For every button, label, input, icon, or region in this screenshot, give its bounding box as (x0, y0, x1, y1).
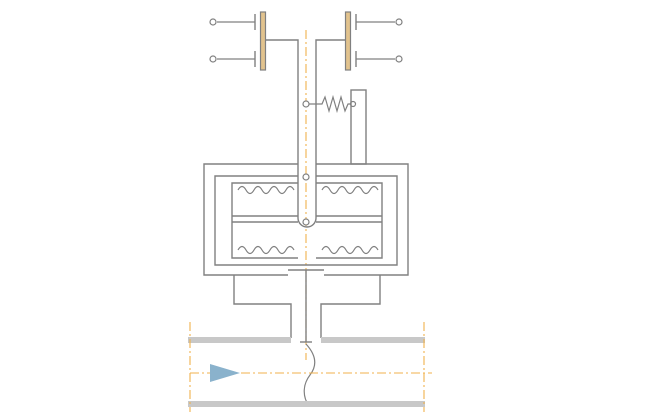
left-contact-link (266, 39, 299, 175)
right-contact-assembly (315, 11, 403, 175)
right-upper-terminal-icon (395, 18, 403, 26)
pipe-upper-wall-right (321, 337, 425, 343)
left-moving-contact-plate (259, 11, 267, 71)
flow-vane (303, 343, 316, 407)
right-lower-terminal-icon (395, 55, 403, 63)
bellows-upper-right (316, 182, 383, 216)
pipe-upper-wall-left (188, 337, 291, 343)
right-contact-link (315, 39, 345, 175)
bellows-lower-right (316, 222, 383, 259)
lever-rod (297, 175, 317, 228)
flow-arrow-icon (210, 364, 240, 382)
lower-body (233, 269, 381, 338)
bellows-lower-left (231, 222, 298, 259)
left-upper-terminal-icon (209, 18, 217, 26)
bellows-upper-left (231, 182, 298, 216)
left-lower-terminal-icon (209, 55, 217, 63)
upper-pivot-icon (302, 100, 310, 108)
spring-icon (309, 94, 357, 114)
middle-pivot-icon (302, 173, 310, 181)
pipe-lower-wall (188, 401, 425, 407)
right-moving-contact-plate (344, 11, 352, 71)
lower-pivot-icon (302, 218, 310, 226)
left-contact-assembly (209, 11, 299, 175)
